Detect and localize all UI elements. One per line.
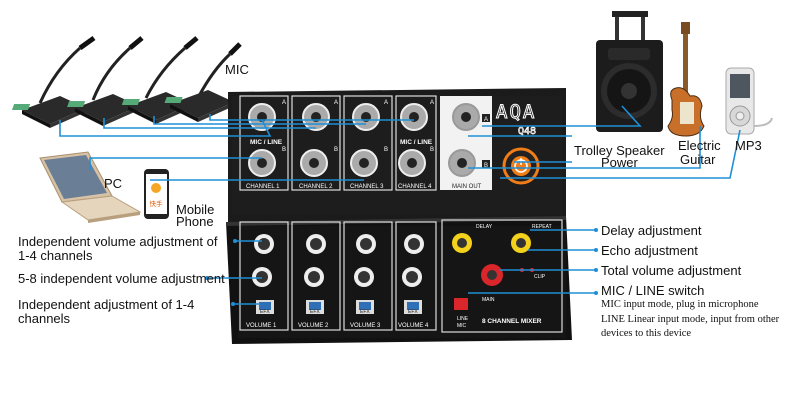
ab-markers: A A A A A B B B B B xyxy=(282,100,490,169)
svg-text:A: A xyxy=(484,117,488,123)
svg-text:LINE: LINE xyxy=(457,316,469,322)
connector-lines xyxy=(59,105,741,305)
svg-text:B: B xyxy=(430,147,434,153)
svg-text:MAIN: MAIN xyxy=(482,297,495,303)
total-volume-label: Total volume adjustment xyxy=(601,263,742,278)
brand-logo: AQA Q48 xyxy=(496,101,537,138)
mic-input-mode-text: MIC input mode, plug in microphone xyxy=(601,299,759,310)
trolley-speaker-label-line2: Power xyxy=(601,155,638,170)
channel-knob-frames xyxy=(239,219,563,333)
left-independent-volume-label: 5-8 independent volume adjustment xyxy=(18,271,225,286)
volume-label-4: VOLUME 4 xyxy=(398,323,429,329)
channel-label-1: CHANNEL 1 xyxy=(246,184,280,190)
svg-text:MIC: MIC xyxy=(457,323,467,329)
mobile-phone-label-line2: Phone xyxy=(176,214,214,229)
model-text: Q48 xyxy=(518,126,536,137)
laptop-icon xyxy=(39,151,142,223)
delay-knob xyxy=(452,233,472,253)
left-volume-label-line2: 1-4 channels xyxy=(18,248,93,263)
mic-line-text-2: MIC / LINE xyxy=(400,139,433,146)
line-input-mode-text-line2: devices to this device xyxy=(601,328,692,339)
svg-text:B: B xyxy=(282,147,286,153)
jacks-row-b xyxy=(248,149,476,177)
svg-text:DELAY: DELAY xyxy=(476,224,493,230)
svg-text:B: B xyxy=(384,147,388,153)
microphone-icon-4 xyxy=(164,42,242,122)
microphone-group xyxy=(11,35,242,128)
electric-guitar-label-line1: Electric xyxy=(678,138,721,153)
channel-label-2: CHANNEL 2 xyxy=(299,184,333,190)
left-adjustment-label-line2: channels xyxy=(18,311,71,326)
mic-line-text-1: MIC / LINE xyxy=(250,139,283,146)
pc-label: PC xyxy=(104,176,123,191)
main-out-label: MAIN OUT xyxy=(452,184,482,190)
channel-label-3: CHANNEL 3 xyxy=(350,184,384,190)
connector-dots xyxy=(205,228,598,306)
volume-label-2: VOLUME 2 xyxy=(298,323,329,329)
svg-text:EFX: EFX xyxy=(310,309,320,315)
mic-line-switch-label: MIC / LINE switch xyxy=(601,283,705,298)
phone-app-label: 快手 xyxy=(150,199,164,208)
left-adjustment-label-line1: Independent adjustment of 1-4 xyxy=(18,297,195,312)
svg-text:B: B xyxy=(334,147,338,153)
trolley-speaker-icon xyxy=(596,11,663,132)
channel-label-4: CHANNEL 4 xyxy=(398,184,432,190)
svg-text:EFX: EFX xyxy=(260,309,270,315)
mic-label: MIC xyxy=(225,62,249,77)
svg-text:A: A xyxy=(384,100,388,106)
main-knob xyxy=(481,264,503,286)
volume-knobs-row-2 xyxy=(252,267,422,287)
mixer-name-text: 8 CHANNEL MIXER xyxy=(482,318,542,325)
brand-text: AQA xyxy=(496,101,536,123)
repeat-knob xyxy=(511,233,531,253)
svg-text:A: A xyxy=(430,100,434,106)
delay-adjustment-label: Delay adjustment xyxy=(601,223,702,238)
left-volume-label-line1: Independent volume adjustment of xyxy=(18,234,218,249)
svg-text:REPEAT: REPEAT xyxy=(532,224,552,230)
electric-guitar-icon xyxy=(667,22,705,137)
svg-text:B: B xyxy=(484,163,488,169)
mp3-label: MP3 xyxy=(735,138,762,153)
svg-text:EFX: EFX xyxy=(360,309,370,315)
svg-text:A: A xyxy=(334,100,338,106)
trolley-speaker-label-line1: Trolley Speaker xyxy=(574,143,665,158)
volume-label-3: VOLUME 3 xyxy=(350,323,381,329)
echo-adjustment-label: Echo adjustment xyxy=(601,243,698,258)
mp3-player-icon xyxy=(725,67,773,135)
svg-text:CLIP: CLIP xyxy=(534,274,546,280)
svg-text:A: A xyxy=(282,100,286,106)
volume-label-1: VOLUME 1 xyxy=(246,323,277,329)
electric-guitar-label-line2: Guitar xyxy=(680,152,716,167)
mobile-phone-label-line1: Mobile xyxy=(176,202,215,217)
mobile-phone-icon: 快手 xyxy=(144,169,169,219)
power-icon xyxy=(502,147,540,185)
efx-buttons xyxy=(256,300,422,314)
line-input-mode-text-line1: LINE Linear input mode, input from other xyxy=(601,314,780,325)
mic-line-switch xyxy=(454,298,468,310)
svg-text:EFX: EFX xyxy=(408,309,418,315)
